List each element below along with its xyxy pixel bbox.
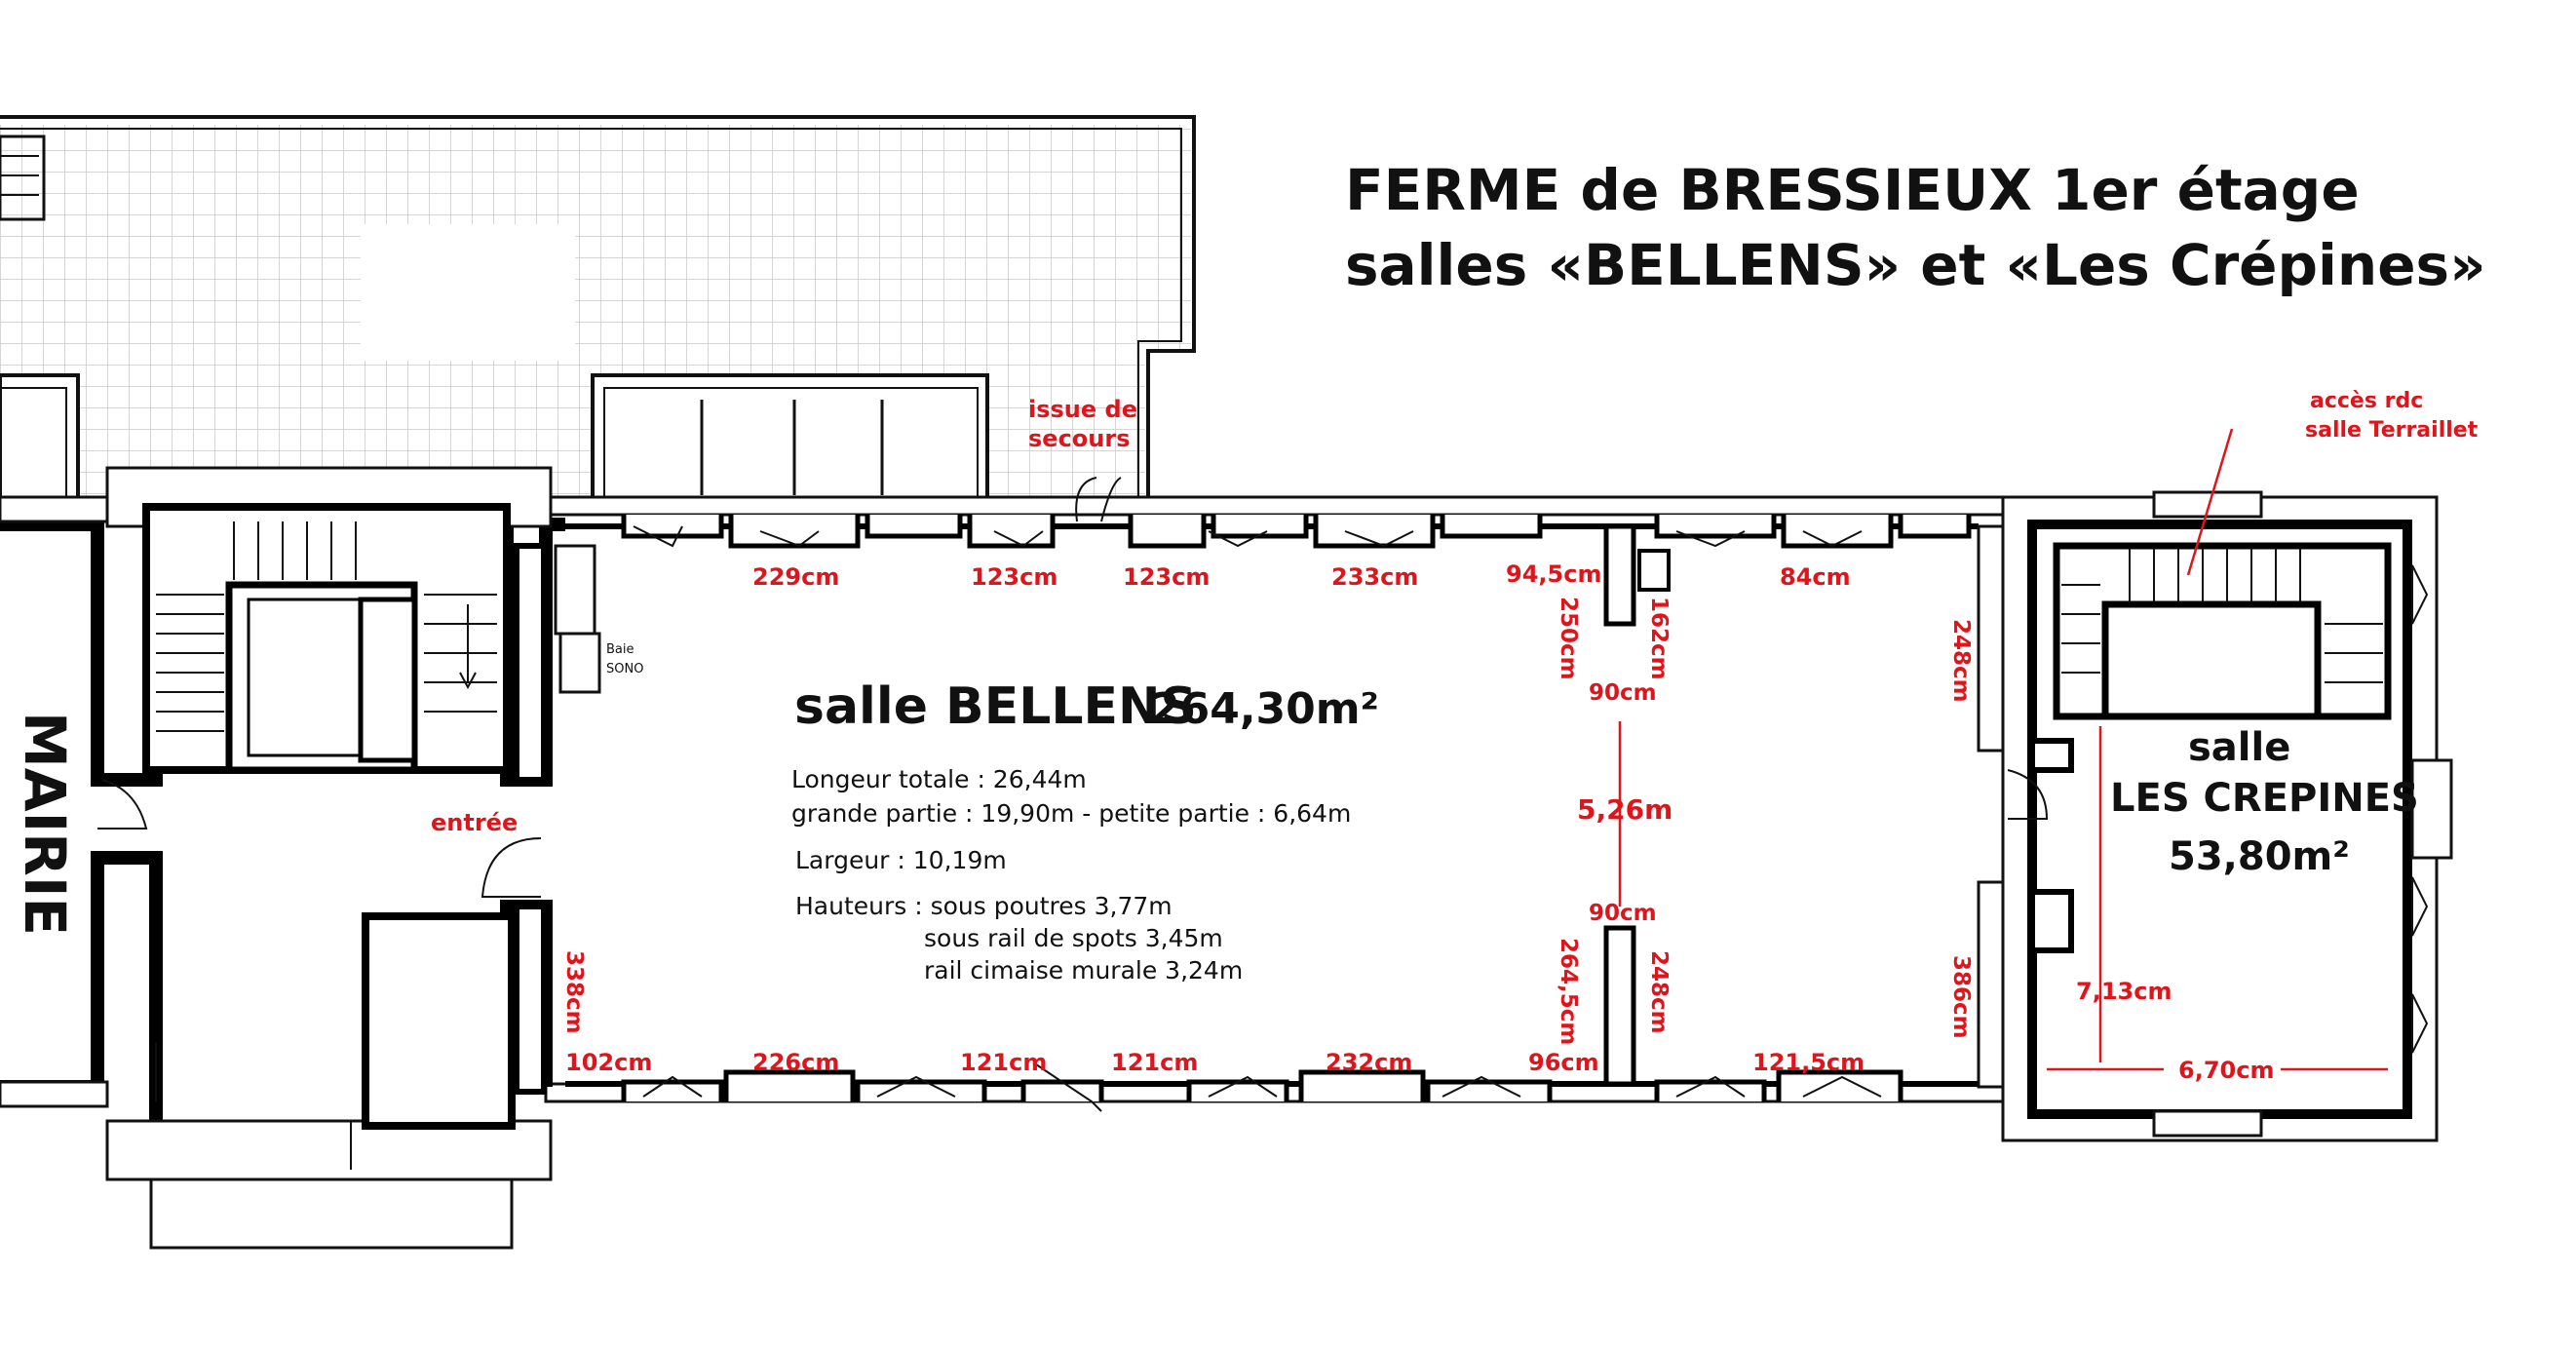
bellens-largeur: Largeur : 10,19m: [795, 846, 1007, 874]
acces-rdc-line2: salle Terraillet: [2305, 418, 2479, 443]
bellens-parties: grande partie : 19,90m - petite partie :…: [791, 799, 1351, 828]
crepines-width: 6,70cm: [2178, 1057, 2274, 1084]
bottom-dim: 121cm: [1111, 1049, 1198, 1076]
dim-338: 338cm: [561, 950, 587, 1034]
plan-subtitle: salles «BELLENS» et «Les Crépines»: [1345, 232, 2486, 298]
crepines-line1: salle: [2188, 725, 2290, 770]
top-windows: [621, 477, 1972, 549]
mairie-label: MAIRIE: [12, 712, 78, 936]
dim-90-top: 90cm: [1589, 680, 1657, 706]
issue-secours-line2: secours: [1028, 425, 1130, 452]
bottom-dim: 232cm: [1326, 1049, 1412, 1076]
bottom-windows: [621, 1062, 1903, 1112]
crepines-depth: 7,13cm: [2076, 978, 2172, 1005]
top-dim: 123cm: [971, 563, 1057, 591]
dim-90-bottom: 90cm: [1589, 901, 1657, 926]
acces-rdc-line1: accès rdc: [2310, 389, 2423, 413]
issue-secours-line1: issue de: [1028, 396, 1137, 423]
bottom-dim: 102cm: [565, 1049, 652, 1076]
bottom-dim: 226cm: [752, 1049, 839, 1076]
top-dim: 123cm: [1123, 563, 1210, 591]
left-staircase: [142, 503, 601, 774]
dim-250: 250cm: [1556, 597, 1581, 680]
bellens-hauteur1: Hauteurs : sous poutres 3,77m: [795, 892, 1173, 920]
terrace-windows: [0, 373, 989, 504]
left-rooms: [97, 779, 542, 1170]
bottom-dim: 121,5cm: [1752, 1049, 1865, 1076]
top-dim: 229cm: [752, 563, 839, 591]
bellens-hauteur3: rail cimaise murale 3,24m: [924, 956, 1243, 984]
crepines-line2: LES CREPINES: [2110, 776, 2419, 821]
entree-label: entrée: [431, 809, 518, 836]
dim-248-mid: 248cm: [1646, 950, 1672, 1034]
terrace: [0, 115, 1196, 507]
crepines-room: [2001, 490, 2453, 1142]
baie-sono-line2: SONO: [606, 662, 643, 676]
bellens-name: salle BELLENS: [794, 677, 1197, 736]
top-dim: 233cm: [1331, 563, 1418, 591]
dim-526: 5,26m: [1577, 793, 1672, 826]
crepines-area: 53,80m²: [2169, 834, 2350, 879]
bellens-area: 264,30m²: [1150, 684, 1379, 734]
dim-162: 162cm: [1646, 597, 1672, 680]
dim-248-top: 248cm: [1948, 619, 1974, 703]
top-dim: 84cm: [1780, 563, 1851, 591]
top-dim: 94,5cm: [1506, 560, 1601, 588]
bottom-dim: 96cm: [1528, 1049, 1599, 1076]
bottom-dim: 121cm: [960, 1049, 1047, 1076]
bellens-hauteur2: sous rail de spots 3,45m: [924, 924, 1223, 952]
baie-sono-line1: Baie: [606, 642, 634, 657]
dimension-lines: [1618, 428, 2388, 1071]
dim-386: 386cm: [1948, 955, 1974, 1039]
dim-264-5: 264,5cm: [1556, 938, 1581, 1045]
plan-title: FERME de BRESSIEUX 1er étage: [1345, 157, 2360, 223]
terrace-stair-fragment: [0, 135, 46, 221]
bellens-longueur: Longeur totale : 26,44m: [791, 765, 1087, 793]
